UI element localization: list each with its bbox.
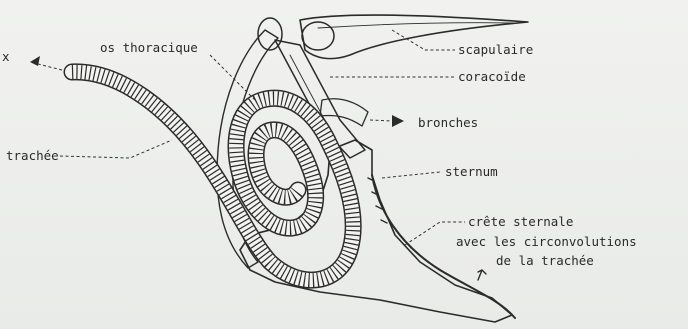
label-crete-line3: de la trachée: [496, 253, 594, 268]
label-scapulaire: scapulaire: [458, 42, 533, 57]
leader-sternum: [382, 172, 440, 178]
label-x: x: [2, 49, 10, 64]
trachea-coil: [72, 72, 353, 280]
label-crete-line1: crête sternale: [468, 214, 573, 229]
bronchi-shape: [320, 99, 368, 126]
label-coracoide: coracoïde: [458, 69, 526, 84]
leader-trachee: [60, 140, 172, 158]
label-crete-line2: avec les circonvolutions: [456, 234, 637, 249]
label-sternum: sternum: [445, 164, 498, 179]
arrow-bronches: [370, 115, 404, 127]
label-os-thoracique: os thoracique: [100, 40, 198, 55]
label-bronches: bronches: [418, 115, 478, 130]
small-arrow-mark: [478, 270, 486, 280]
leader-os-thoracique: [210, 55, 255, 100]
arrow-x-left: [30, 56, 62, 70]
label-trachee: trachée: [6, 148, 59, 163]
sternum-ridge-notches: [368, 178, 387, 223]
